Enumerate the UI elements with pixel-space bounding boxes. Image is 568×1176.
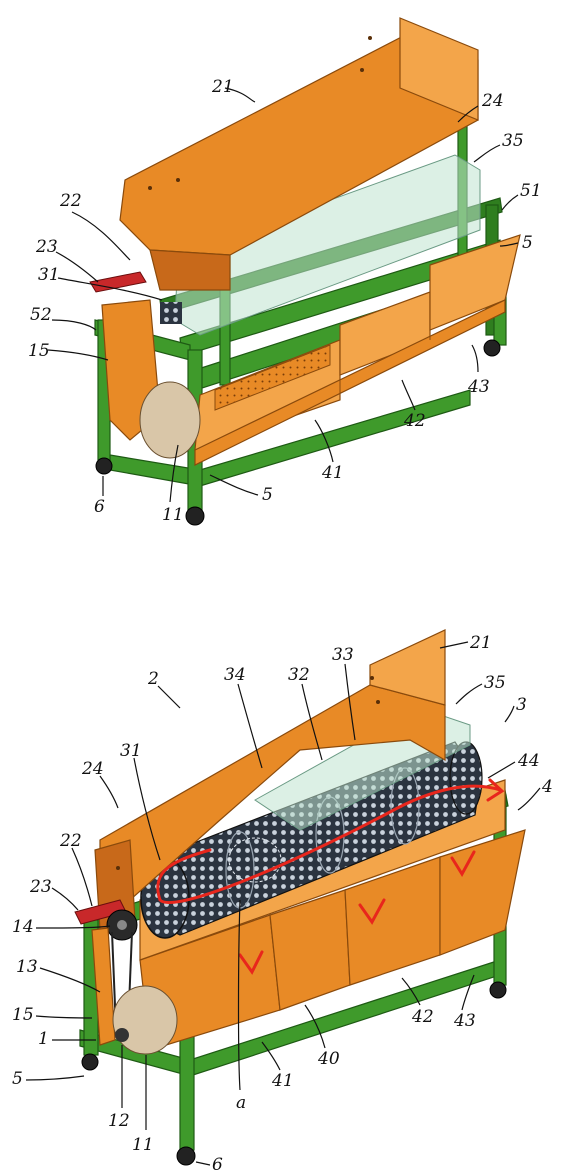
caster-wheel	[176, 1146, 196, 1166]
label-34: 34	[224, 665, 246, 685]
label-15: 15	[28, 341, 50, 361]
label-24: 24	[481, 91, 504, 111]
label-51: 51	[520, 181, 542, 201]
hopper-side-wall	[399, 17, 479, 121]
label-6: 6	[212, 1155, 223, 1175]
label-35: 35	[484, 673, 506, 693]
label-22: 22	[59, 831, 82, 851]
label-35: 35	[502, 131, 524, 151]
flow-arrow-main	[156, 784, 502, 905]
label-32: 32	[288, 665, 310, 685]
label-43: 43	[467, 377, 490, 397]
label-31: 31	[38, 265, 60, 285]
machine-exploded-view: 21 33 32 34 35 3 2 31 44 4 24 22 23 14 1…	[12, 629, 553, 1175]
label-5: 5	[12, 1069, 23, 1089]
drum-end-31	[160, 302, 182, 324]
label-14: 14	[12, 917, 34, 937]
label-4: 4	[541, 777, 553, 797]
material-flow-arrows	[156, 778, 505, 975]
label-5: 5	[522, 233, 533, 253]
label-31: 31	[120, 741, 142, 761]
motor-11	[139, 381, 201, 459]
label-41: 41	[321, 463, 344, 483]
label-22: 22	[59, 191, 82, 211]
flow-arrowhead	[486, 778, 505, 802]
label-42: 42	[411, 1007, 434, 1027]
caster-wheel	[483, 339, 501, 357]
label-42: 42	[403, 411, 426, 431]
label-43: 43	[453, 1011, 476, 1031]
belt-guard-15	[91, 927, 116, 1046]
trough-front-wall	[194, 299, 506, 466]
label-44: 44	[517, 751, 540, 771]
label-12: 12	[108, 1111, 130, 1131]
label-41: 41	[271, 1071, 294, 1091]
label-23: 23	[29, 877, 52, 897]
label-33: 33	[332, 645, 354, 665]
label-2: 2	[147, 669, 159, 689]
caster-wheel	[489, 981, 507, 999]
trough-perforation	[214, 344, 331, 411]
label-15: 15	[12, 1005, 34, 1025]
collection-trough-43	[439, 829, 526, 956]
label-1: 1	[38, 1029, 49, 1049]
label-13: 13	[16, 957, 38, 977]
label-23: 23	[35, 237, 58, 257]
label-11: 11	[162, 505, 184, 525]
label-24: 24	[81, 759, 104, 779]
motor-11	[112, 985, 178, 1055]
label-a: a	[236, 1093, 246, 1113]
hopper-side-wall	[369, 629, 446, 706]
label-52: 52	[30, 305, 52, 325]
hopper-front-wall	[149, 249, 231, 291]
label-40: 40	[317, 1049, 340, 1069]
caster-wheel	[185, 506, 205, 526]
flow-arrow-down	[450, 850, 476, 877]
pulley-hub	[117, 920, 127, 930]
label-5b: 5	[262, 485, 273, 505]
motor-pulley-12	[115, 1028, 129, 1042]
label-21: 21	[211, 77, 234, 97]
label-11: 11	[132, 1135, 154, 1155]
caster-wheel	[81, 1053, 99, 1071]
label-21: 21	[469, 633, 492, 653]
flow-arrow-down	[238, 950, 264, 975]
label-3: 3	[516, 695, 527, 715]
machine-assembled-view: 21 24 35 51 5 22 23 31 52 15 43 42 41 6 …	[28, 17, 542, 526]
caster-wheel	[95, 457, 113, 475]
label-6: 6	[94, 497, 105, 517]
flow-arrow-down	[358, 898, 386, 925]
